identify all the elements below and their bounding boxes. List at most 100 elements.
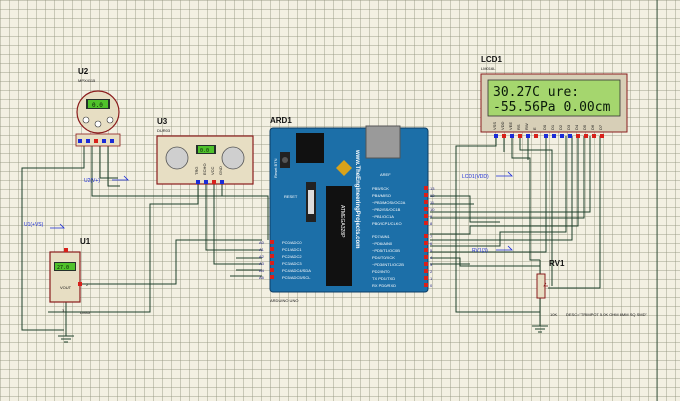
svg-text:VDD: VDD <box>500 121 505 130</box>
lcd1-pin-labels: VSS VDD VEE RS RW E D0 D1 D2 D3 D4 D5 D6… <box>492 121 603 130</box>
ard1-reset-pin: RESET <box>284 194 298 199</box>
ard1-header-pins <box>270 186 428 287</box>
rv1-value: 10K <box>550 312 557 317</box>
svg-text:3: 3 <box>430 262 433 267</box>
u3-pin-gnd: GND <box>218 166 223 175</box>
rv1-probe-label: RV1(3) <box>472 248 488 254</box>
lcd1-line1: 30.27C ure: <box>493 85 579 100</box>
ard1-digital-bottom: PD7/AIN1 ~PD6/AIN0 ~PD5/T1/OC0B PD4/T0/X… <box>372 234 404 288</box>
ard1-digital-top: PB5/SCK PB4/MISO ~PB3/MOSI/OC2A ~PB2/SS/… <box>372 186 406 226</box>
u1-display: 27.0 <box>57 265 69 271</box>
u2-ref: U2 <box>78 67 89 76</box>
u1-pin2: 2 <box>86 282 89 287</box>
svg-text:D1: D1 <box>550 124 555 130</box>
svg-text:PB0/ICP1/CLKO: PB0/ICP1/CLKO <box>372 221 402 226</box>
ard1-analog-pins: A0 A1 A2 A3 A4 A5 <box>259 240 265 280</box>
rv1-desc: DESC="TRIMPOT 5.0K OHM 6MM SQ SMD" <box>566 312 647 317</box>
u3-part: DUR03 <box>157 128 171 133</box>
svg-text:PC0/ADC0: PC0/ADC0 <box>282 240 302 245</box>
u3-display: 0.0 <box>200 148 209 154</box>
lcd-vdd-probe-label: LCD1(VDD) <box>462 174 489 180</box>
ard1-reset-label: Reset BTN <box>273 158 278 178</box>
u1-ref: U1 <box>80 237 91 246</box>
lcd-vdd-probe[interactable]: LCD1(VDD) <box>462 171 513 180</box>
svg-text:6: 6 <box>430 241 433 246</box>
svg-text:PD2/INT0: PD2/INT0 <box>372 269 390 274</box>
svg-text:~PB3/MOSI/OC2A: ~PB3/MOSI/OC2A <box>372 200 406 205</box>
svg-text:4: 4 <box>430 255 433 260</box>
wires <box>21 136 601 331</box>
svg-text:~PD5/T1/OC0B: ~PD5/T1/OC0B <box>372 248 400 253</box>
svg-text:PB4/MISO: PB4/MISO <box>372 193 391 198</box>
rv1-probe[interactable]: RV1(3) <box>472 245 513 254</box>
lcd1-line2: -55.56Pa 0.00cm <box>493 100 611 115</box>
svg-text:PC5/ADC5/SCL: PC5/ADC5/SCL <box>282 275 311 280</box>
u1-vout: VOUT <box>60 285 72 290</box>
svg-text:12: 12 <box>430 193 435 198</box>
svg-text:8: 8 <box>430 221 433 226</box>
u1-temp-sensor[interactable]: U1 27.0 VOUT 2 3 LM35 <box>49 237 91 315</box>
lcd1-display[interactable]: LCD1 LM016L 30.27C ure: -55.56Pa 0.00cm … <box>480 55 628 138</box>
ard1-brand: www.TheEngineeringProjects.com <box>354 149 360 248</box>
ard1-digital-nums-bottom: 7 6 5 4 3 2 1 0 <box>430 234 433 288</box>
svg-text:PD4/T0/XCK: PD4/T0/XCK <box>372 255 395 260</box>
lcd1-part: LM016L <box>481 66 496 71</box>
svg-text:~PD3/INT1/OC2B: ~PD3/INT1/OC2B <box>372 262 404 267</box>
ground-symbol-right <box>532 320 548 333</box>
u3-pin-trg: TRG <box>194 167 199 175</box>
svg-text:VEE: VEE <box>508 122 513 130</box>
u1-probe-label: U1(+VS) <box>24 222 44 228</box>
svg-text:1: 1 <box>430 276 433 281</box>
u1-probe[interactable]: U1(+VS) <box>24 222 65 229</box>
u3-ref: U3 <box>157 117 168 126</box>
svg-text:~PD6/AIN0: ~PD6/AIN0 <box>372 241 393 246</box>
svg-text:10: 10 <box>430 207 435 212</box>
svg-text:RX PD0/RXD: RX PD0/RXD <box>372 283 396 288</box>
svg-text:~PB1/OC1A: ~PB1/OC1A <box>372 214 394 219</box>
lcd1-ref: LCD1 <box>481 55 502 64</box>
svg-text:D4: D4 <box>574 124 579 130</box>
svg-text:D5: D5 <box>582 124 587 130</box>
svg-text:5: 5 <box>430 248 433 253</box>
svg-text:11: 11 <box>430 200 435 205</box>
ard1-part: ARDUINO UNO <box>270 298 298 303</box>
svg-text:A0: A0 <box>259 240 265 245</box>
svg-text:PD7/AIN1: PD7/AIN1 <box>372 234 391 239</box>
svg-text:TX PD1/TXD: TX PD1/TXD <box>372 276 395 281</box>
u3-ultrasonic[interactable]: U3 DUR03 0.0 TRG ECHO VCC GND <box>156 117 254 185</box>
u2-sensor[interactable]: U2 MPX4115 0.0 <box>75 67 121 147</box>
svg-text:A1: A1 <box>259 247 265 252</box>
u3-pin-echo: ECHO <box>202 163 207 175</box>
svg-text:D0: D0 <box>542 124 547 130</box>
rv1-potentiometer[interactable]: RV1 10K DESC="TRIMPOT 5.0K OHM 6MM SQ SM… <box>536 259 647 317</box>
arduino-board[interactable]: ARD1 Reset BTN RESET ATMEGA328P www.TheE… <box>259 116 435 303</box>
svg-text:E: E <box>532 127 537 130</box>
svg-text:13: 13 <box>430 186 435 191</box>
svg-text:D2: D2 <box>558 124 563 130</box>
u2-part: MPX4115 <box>78 78 96 83</box>
svg-text:A4: A4 <box>259 268 265 273</box>
svg-text:D6: D6 <box>590 124 595 130</box>
svg-text:PB5/SCK: PB5/SCK <box>372 186 389 191</box>
svg-text:PC1/ADC1: PC1/ADC1 <box>282 247 302 252</box>
u2-display: 0.0 <box>92 102 103 109</box>
svg-text:A5: A5 <box>259 275 265 280</box>
u2-probe[interactable]: U2(V+) <box>84 175 129 184</box>
svg-text:A3: A3 <box>259 261 265 266</box>
svg-text:PC4/ADC4/SDA: PC4/ADC4/SDA <box>282 268 311 273</box>
svg-text:D3: D3 <box>566 124 571 130</box>
svg-text:0: 0 <box>430 283 433 288</box>
ground-symbol-left <box>58 328 74 343</box>
svg-text:VSS: VSS <box>492 122 497 130</box>
ard1-ref: ARD1 <box>270 116 292 125</box>
svg-text:D7: D7 <box>598 124 603 130</box>
svg-text:PC2/ADC2: PC2/ADC2 <box>282 254 302 259</box>
svg-text:RW: RW <box>524 123 529 130</box>
svg-text:PC3/ADC3: PC3/ADC3 <box>282 261 302 266</box>
ard1-chip: ATMEGA328P <box>339 205 345 238</box>
u1-pin3: 3 <box>62 308 65 313</box>
rv1-ref: RV1 <box>549 259 565 268</box>
svg-text:RS: RS <box>516 124 521 130</box>
